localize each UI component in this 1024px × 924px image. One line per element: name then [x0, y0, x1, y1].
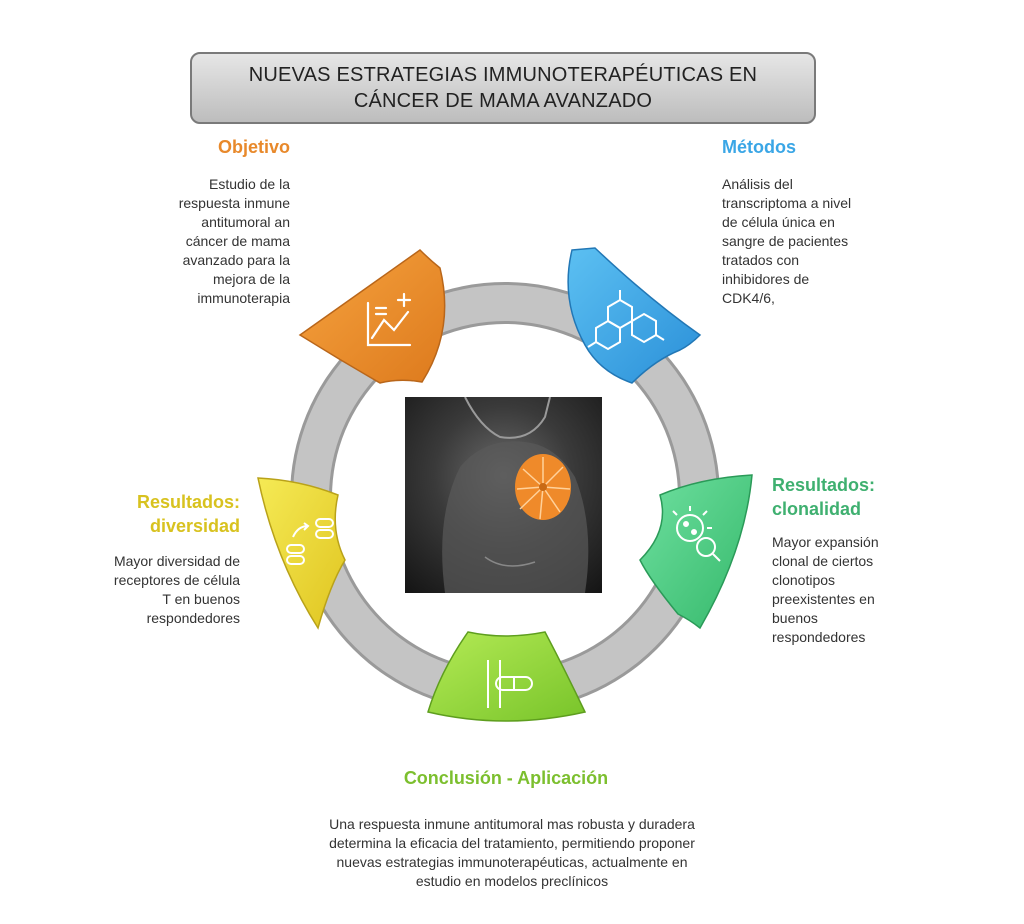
clonalidad-heading-line2: clonalidad	[772, 499, 862, 519]
objetivo-heading: Objetivo	[217, 137, 290, 157]
diversidad-text: Mayor diversidad de receptores de célula…	[113, 553, 240, 626]
swap-stacks-icon	[286, 518, 334, 565]
anatomy-drawing	[442, 397, 589, 593]
vessel-capsule-icon	[487, 660, 533, 708]
chart-plus-icon	[366, 292, 412, 347]
clonalidad-heading-line1: Resultados:	[772, 475, 876, 495]
breast-anatomy-illustration	[405, 397, 602, 593]
title-box: NUEVAS ESTRATEGIAS IMMUNOTERAPÉUTICAS EN…	[190, 52, 816, 124]
diversidad-heading-line2: diversidad	[149, 516, 240, 536]
metodos-segment[interactable]	[567, 247, 702, 384]
molecule-icon	[587, 290, 665, 351]
clonalidad-segment[interactable]	[639, 474, 753, 630]
clonalidad-text: Mayor expansión clonal de ciertos clonot…	[772, 534, 879, 645]
metodos-heading: Métodos	[722, 137, 796, 157]
cell-magnifier-icon	[672, 506, 721, 562]
conclusion-heading: Conclusión - Aplicación	[403, 768, 609, 788]
diagram-title: NUEVAS ESTRATEGIAS IMMUNOTERAPÉUTICAS EN…	[248, 64, 758, 112]
diversidad-heading: Resultados: diversidad	[100, 490, 240, 538]
clonalidad-heading: Resultados: clonalidad	[772, 473, 912, 521]
objetivo-segment[interactable]	[298, 249, 446, 384]
diversidad-heading-line1: Resultados:	[136, 492, 240, 512]
metodos-text: Análisis del transcriptoma a nivel de cé…	[722, 176, 852, 306]
conclusion-text: Una respuesta inmune antitumoral mas rob…	[329, 816, 695, 889]
objetivo-text: Estudio de la respuesta inmune antitumor…	[178, 176, 290, 306]
